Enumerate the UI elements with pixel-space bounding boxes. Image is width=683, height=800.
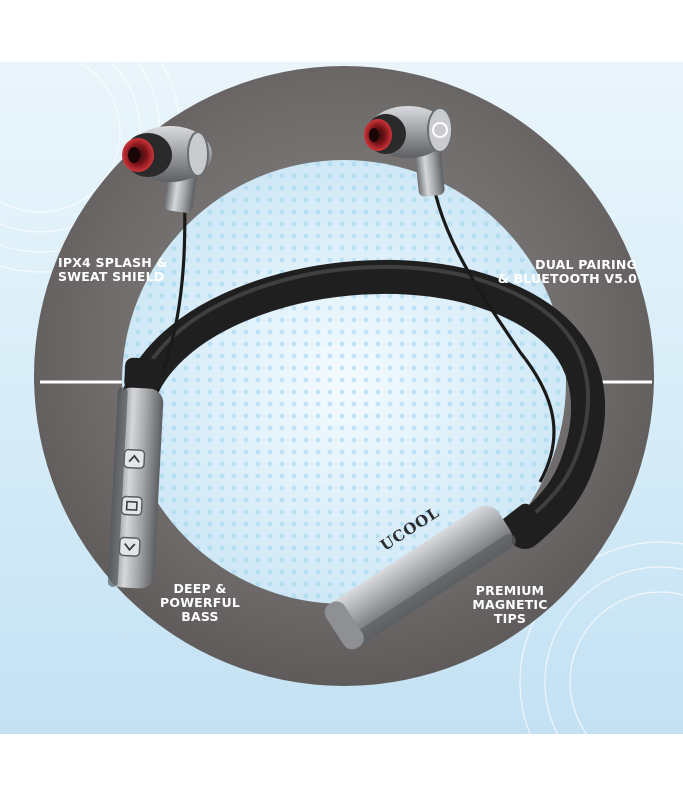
feature-bass-line3: BASS bbox=[181, 609, 219, 624]
feature-bass: DEEP & POWERFUL BASS bbox=[140, 582, 260, 624]
left-control-module bbox=[107, 357, 164, 589]
product-banner: UCOOL IPX4 SPLASH & SWEAT SHIELD DUAL PA… bbox=[0, 62, 683, 734]
feature-bass-line1: DEEP & bbox=[173, 581, 227, 596]
right-battery-module bbox=[324, 503, 545, 650]
feature-tips-line3: TIPS bbox=[493, 611, 527, 626]
feature-dual-line1: DUAL PAIRING bbox=[535, 257, 637, 272]
feature-tips: PREMIUM MAGNETIC TIPS bbox=[450, 584, 570, 626]
feature-dual-line2: & BLUETOOTH V5.0 bbox=[497, 271, 637, 286]
right-cable bbox=[428, 161, 556, 483]
volume-down-icon[interactable] bbox=[118, 536, 141, 557]
feature-ipx4: IPX4 SPLASH & SWEAT SHIELD bbox=[58, 256, 168, 284]
feature-tips-line2: MAGNETIC bbox=[472, 597, 548, 612]
left-earbud bbox=[122, 126, 212, 213]
play-pause-icon[interactable] bbox=[120, 495, 143, 516]
feature-tips-line1: PREMIUM bbox=[475, 583, 545, 598]
neckband-illustration bbox=[0, 62, 683, 734]
neckband-strap bbox=[118, 259, 606, 549]
feature-dual-pairing: DUAL PAIRING & BLUETOOTH V5.0 bbox=[498, 258, 637, 286]
feature-ipx4-line1: IPX4 SPLASH & bbox=[58, 255, 168, 270]
volume-up-icon[interactable] bbox=[123, 448, 146, 469]
feature-bass-line2: POWERFUL bbox=[160, 595, 240, 610]
feature-ipx4-line2: SWEAT SHIELD bbox=[58, 269, 165, 284]
right-earbud bbox=[364, 106, 453, 197]
